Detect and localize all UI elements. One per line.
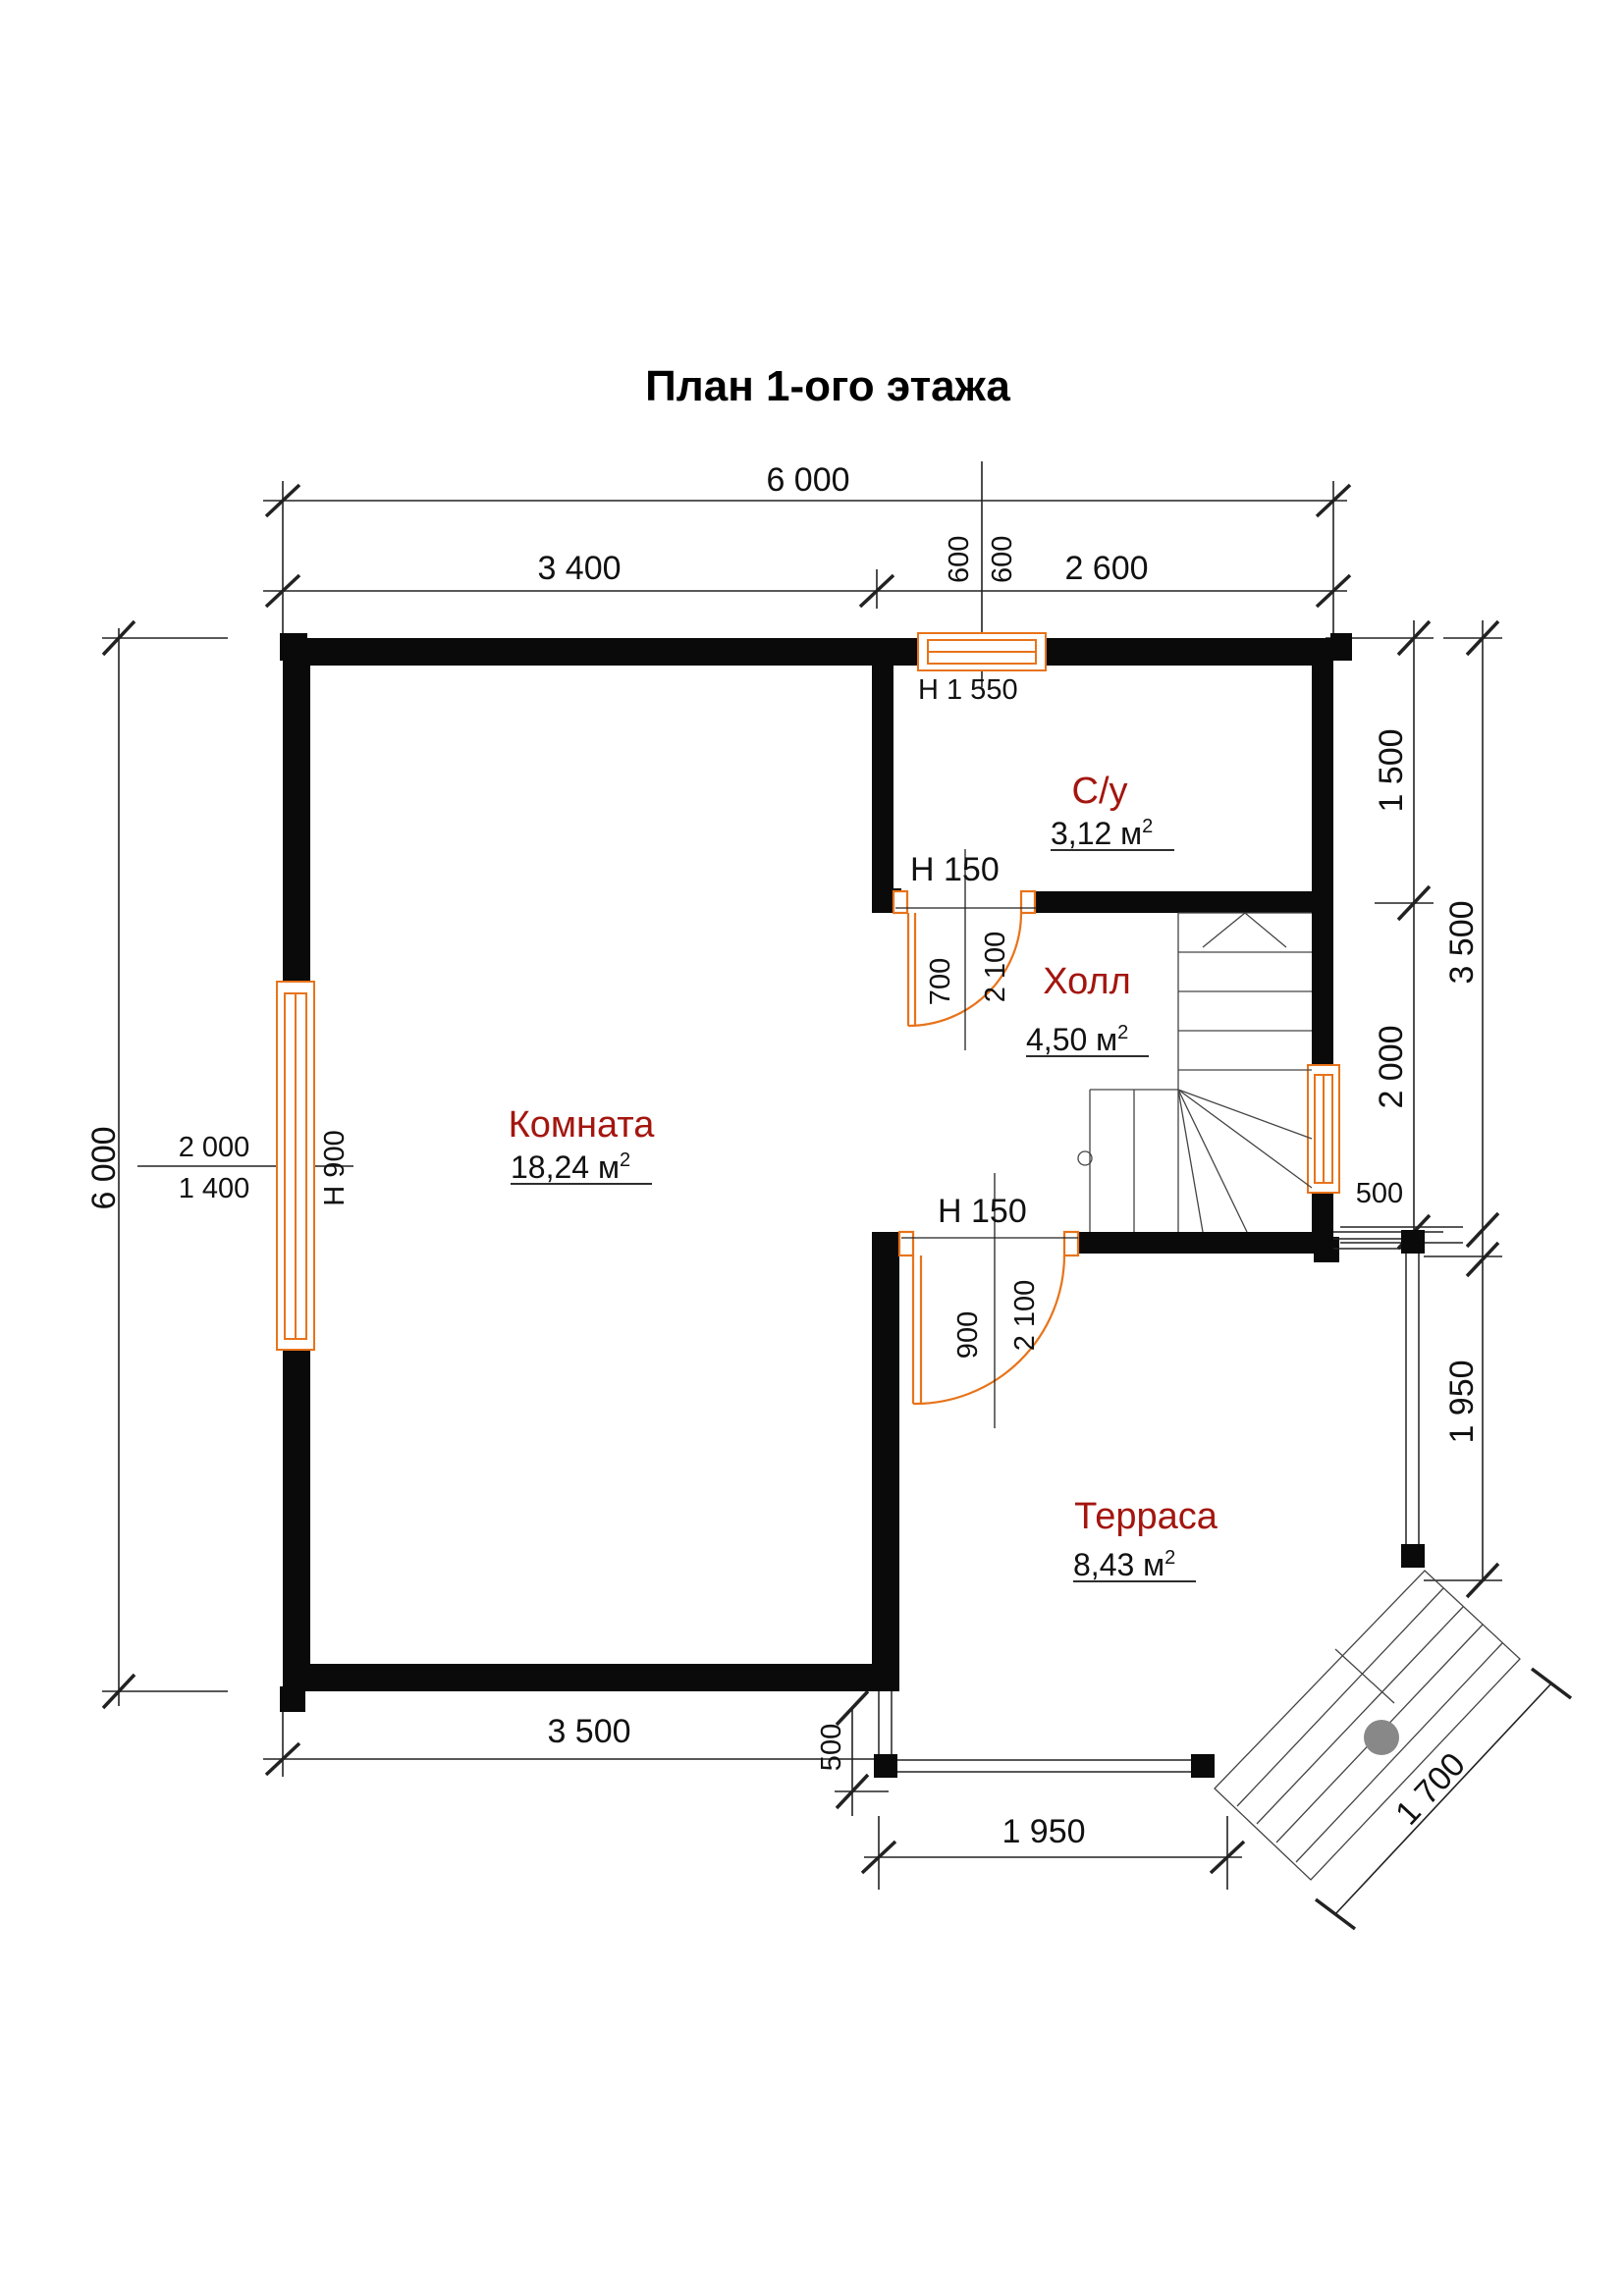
room-name-bathroom: С/у [1072,771,1128,812]
room-name-hall: Холл [1043,961,1131,1002]
left-window-height: 2 000 [179,1132,250,1163]
dim-right-upper: 1 500 [1373,728,1410,812]
bath-door-height: 2 100 [980,932,1011,1003]
dim-top-right: 2 600 [1064,550,1148,587]
porch-lamp-post [1364,1720,1399,1755]
left-window-sill: Н 900 [319,1130,351,1205]
dim-top-total: 6 000 [766,461,849,499]
room-name-terrace: Терраса [1074,1496,1218,1537]
room-area-bathroom-sup: 2 [1142,816,1153,837]
plan-title: План 1-ого этажа [645,362,1010,410]
room-area-bathroom: 3,12 м2 [1051,816,1153,851]
dim-bottom-left: 3 500 [547,1713,630,1750]
dim-terrace-side: 1 950 [1443,1360,1481,1443]
top-window-sill: Н 1 550 [918,674,1018,706]
dim-top-window-b: 600 [987,536,1018,583]
room-area-terrace-sup: 2 [1164,1547,1175,1569]
left-window-width: 1 400 [179,1173,250,1204]
dim-top-left: 3 400 [537,550,621,587]
hall-door-width: 900 [952,1311,984,1359]
room-area-terrace-value: 8,43 м [1073,1547,1164,1582]
staircase [1077,912,1313,1233]
dim-right-small: 500 [1356,1178,1403,1209]
room-area-hall-sup: 2 [1117,1022,1128,1043]
dim-bottom-terrace: 1 950 [1001,1813,1085,1850]
room-area-hall: 4,50 м2 [1026,1022,1128,1057]
terrace-railings [878,1238,1420,1773]
porch-steps [1214,1570,1521,1881]
windows [276,632,1340,1351]
room-area-terrace: 8,43 м2 [1073,1547,1175,1582]
room-area-hall-value: 4,50 м [1026,1022,1117,1057]
bath-door-sill: Н 150 [910,851,1000,888]
room-area-room: 18,24 м2 [511,1149,630,1185]
dim-stair-diag: 1 700 [1388,1745,1473,1832]
walls [280,633,1425,1778]
room-name-room: Комната [509,1104,656,1146]
bath-door-width: 700 [925,958,956,1005]
dimension-lines [101,461,1573,1931]
room-area-bathroom-value: 3,12 м [1051,816,1142,851]
room-area-room-value: 18,24 м [511,1149,620,1185]
dim-right-total: 3 500 [1443,900,1481,984]
room-area-room-sup: 2 [620,1149,630,1171]
dim-right-middle: 2 000 [1373,1025,1410,1108]
dim-bottom-small: 500 [816,1724,847,1771]
dim-top-window-a: 600 [944,536,975,583]
dim-left-total: 6 000 [85,1126,123,1209]
door-leaders [895,849,1078,1428]
hall-door-sill: Н 150 [938,1193,1027,1230]
hall-door-height: 2 100 [1009,1280,1041,1352]
